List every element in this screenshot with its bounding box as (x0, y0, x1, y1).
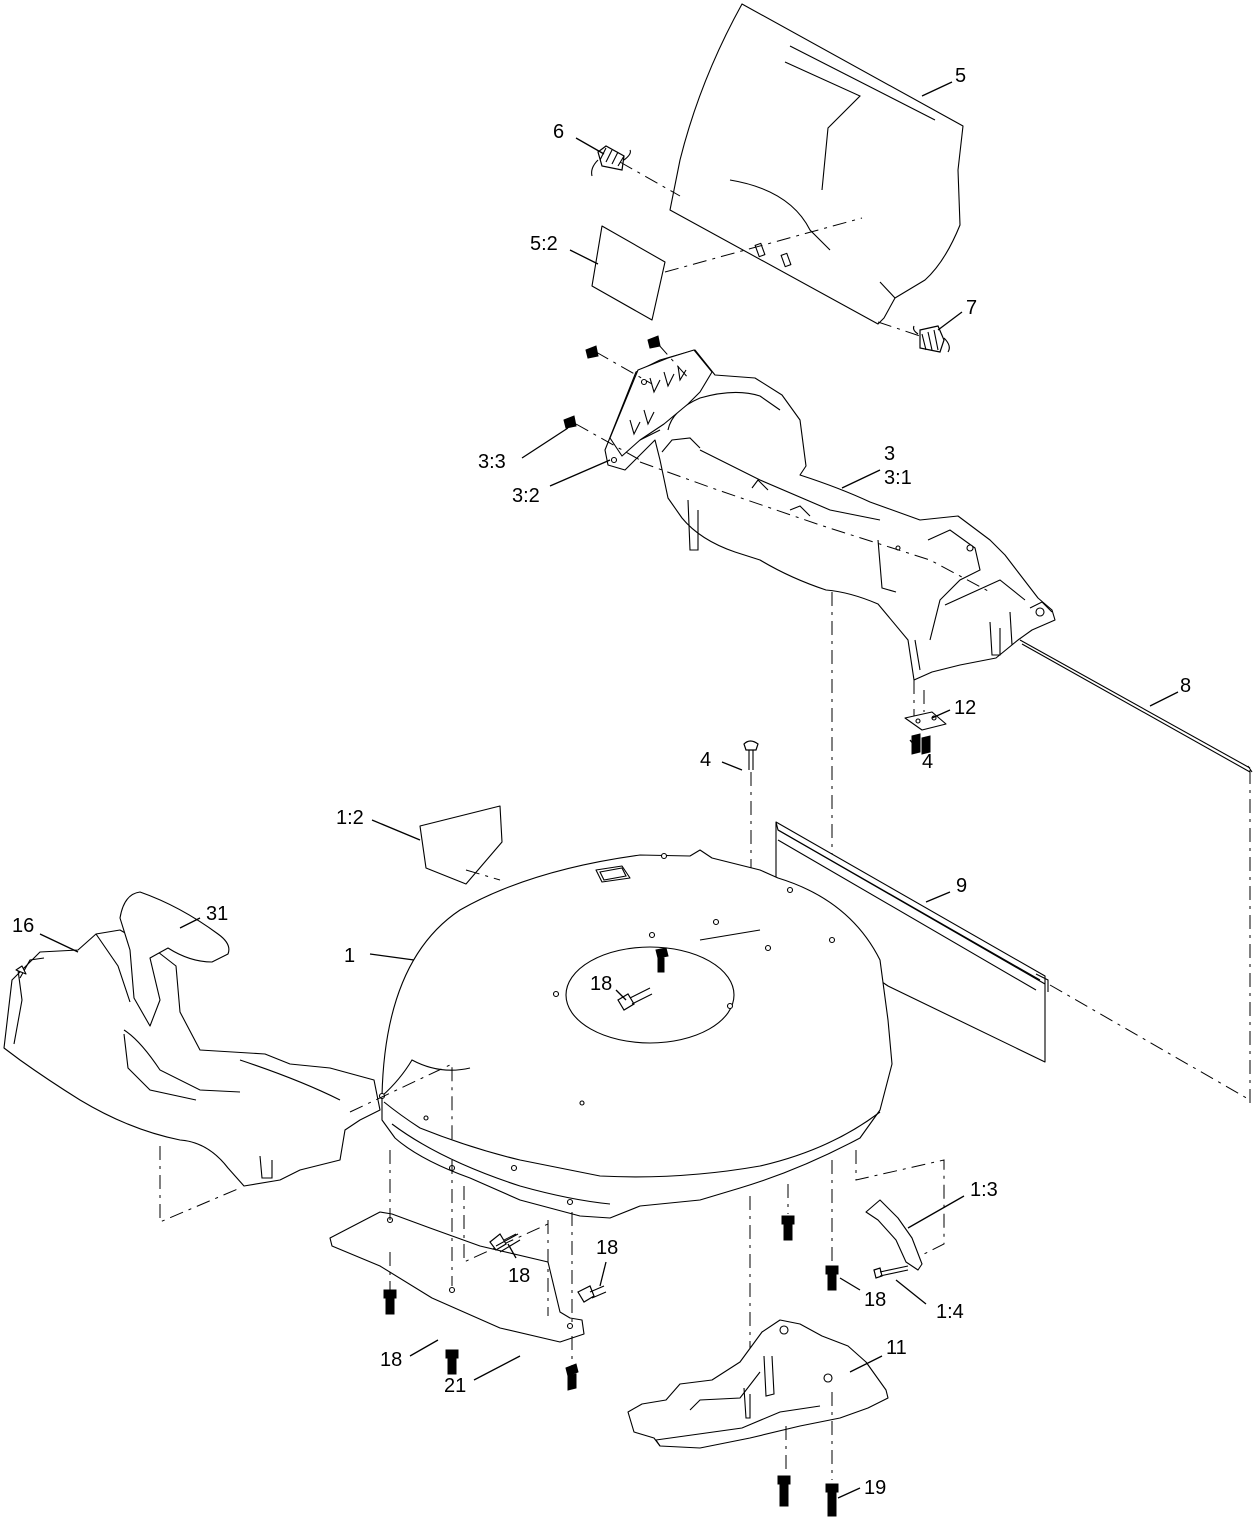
callout-5-2: 5:2 (530, 233, 558, 255)
part-4-screws-right (911, 733, 931, 755)
callout-21: 21 (444, 1375, 466, 1397)
callout-11: 11 (886, 1337, 907, 1359)
callout-1: 1 (344, 945, 355, 967)
callout-18-upper-right: 18 (596, 1237, 618, 1259)
callout-3-1: 3:1 (884, 467, 912, 489)
callout-18-right: 18 (864, 1289, 886, 1311)
part-16-side-baffle (3, 929, 381, 1187)
leader-lines (39, 81, 1179, 1499)
callout-6: 6 (553, 121, 564, 143)
part-1-2-decal (419, 805, 503, 885)
part-8-axle-rod (1019, 639, 1253, 773)
part-18-screws-lower-right (781, 1215, 839, 1291)
part-6-spring (591, 145, 631, 177)
callout-18-left: 18 (380, 1349, 402, 1371)
callout-9: 9 (956, 875, 967, 897)
part-18-screws-lower-left (383, 1233, 607, 1391)
part-18-screws-deck (617, 947, 669, 1011)
callout-8: 8 (1180, 675, 1191, 697)
part-11-rear-guard (627, 1319, 889, 1449)
part-1-mower-deck (378, 849, 893, 1219)
callout-18-deck: 18 (590, 973, 612, 995)
part-4-screw-center (743, 740, 759, 770)
part-31-insert (119, 891, 230, 1027)
part-5-rear-flap (669, 3, 964, 325)
part-19-screws (777, 1475, 839, 1517)
callout-19: 19 (864, 1477, 886, 1499)
callout-4-center: 4 (700, 749, 711, 771)
part-3-2-bracket-plate (609, 349, 713, 464)
part-3-3-screws (563, 335, 661, 429)
part-7-spring (912, 325, 950, 353)
callout-18-middle: 18 (508, 1265, 530, 1287)
callout-labels: 5 6 5:2 7 3 3:1 3:3 3:2 8 12 4 4 1:2 9 1… (12, 65, 1191, 1499)
part-1-3-bracket (865, 1199, 923, 1271)
callout-1-4: 1:4 (936, 1301, 964, 1323)
callout-3: 3 (884, 443, 895, 465)
callout-16: 16 (12, 915, 34, 937)
callout-4-right: 4 (922, 751, 933, 773)
callout-12: 12 (954, 697, 976, 719)
callout-3-3: 3:3 (478, 451, 506, 473)
callout-1-3: 1:3 (970, 1179, 998, 1201)
callout-31: 31 (206, 903, 228, 925)
callout-3-2: 3:2 (512, 485, 540, 507)
callout-7: 7 (966, 297, 977, 319)
callout-1-2: 1:2 (336, 807, 364, 829)
part-1-4-screw (873, 1265, 909, 1279)
part-21-skid-plate (329, 1211, 585, 1343)
callout-5: 5 (955, 65, 966, 87)
part-5-2-decal (591, 225, 666, 321)
